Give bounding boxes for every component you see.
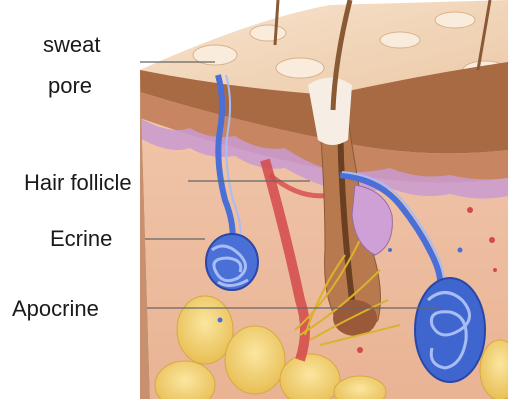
sweat-pore-label-line1: sweat (43, 32, 100, 58)
sweat-pore-label-line2: pore (48, 73, 92, 99)
surface-cell (276, 58, 324, 78)
apocrine-gland (415, 278, 485, 382)
hair-follicle-label: Hair follicle (24, 170, 132, 196)
surface-cell (435, 12, 475, 28)
surface-cell (250, 25, 286, 41)
fat-cell (225, 326, 285, 394)
ecrine-label: Ecrine (50, 226, 112, 252)
apocrine-label: Apocrine (12, 296, 99, 322)
surface-cell (380, 32, 420, 48)
fat-cell (177, 296, 233, 364)
ecrine-gland (206, 234, 258, 290)
